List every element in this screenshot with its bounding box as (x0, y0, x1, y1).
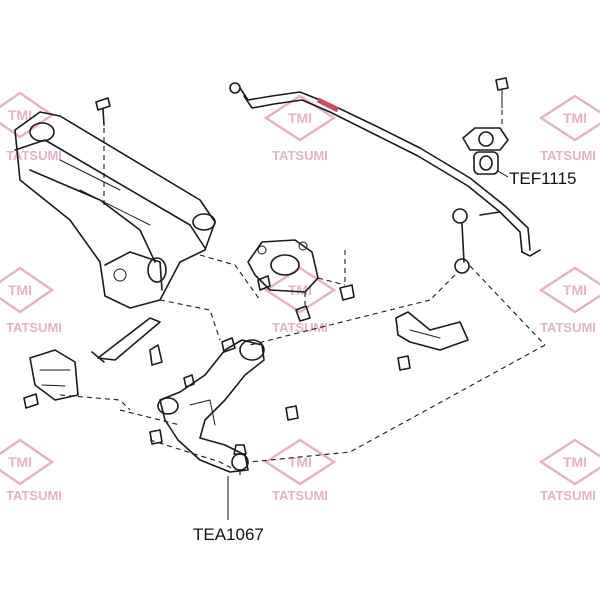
svg-text:TMI: TMI (563, 110, 587, 126)
front-subframe (14, 111, 216, 309)
tmi-logo-watermark: TMI (263, 438, 337, 486)
svg-text:TMI: TMI (288, 110, 312, 126)
tmi-logo-watermark: TMI (538, 266, 600, 314)
link-rod-bolt (91, 317, 163, 366)
tatsumi-brand-watermark: TATSUMI (6, 148, 62, 163)
tatsumi-brand-watermark: TATSUMI (272, 148, 328, 163)
subframe-rear-bolt (23, 393, 39, 409)
svg-text:TMI: TMI (8, 107, 32, 123)
callout-tef1115: TEF1115 (497, 169, 576, 188)
tmi-logo-watermark: TMI (0, 91, 55, 139)
tatsumi-brand-watermark: TATSUMI (6, 320, 62, 335)
tmi-logo-watermark: TMI (0, 266, 55, 314)
tatsumi-brand-watermark: TATSUMI (6, 488, 62, 503)
tmi-logo-watermark: TMI (263, 94, 337, 142)
svg-text:TMI: TMI (8, 454, 32, 470)
tatsumi-watermark-layer: TMI TMI TMI TMI TMI TMI TMI TMI (0, 91, 600, 503)
tmi-logo-watermark: TMI (0, 438, 55, 486)
lower-control-arm-tea1067 (149, 337, 299, 475)
tatsumi-brand-watermark: TATSUMI (272, 488, 328, 503)
tmi-logo-watermark: TMI (263, 266, 337, 314)
assembly-guide-lines-right (249, 299, 546, 463)
splash-guard (395, 311, 469, 371)
stabilizer-bushing-clamp (462, 77, 509, 151)
svg-text:TMI: TMI (288, 282, 312, 298)
stabilizer-link (429, 208, 546, 346)
engine-mount-bracket (247, 239, 355, 322)
part-number-label: TEA1067 (193, 525, 264, 544)
assembly-guide-lines-left (59, 250, 346, 471)
tatsumi-brand-watermark: TATSUMI (540, 320, 596, 335)
mount-bracket (29, 349, 79, 401)
svg-text:TMI: TMI (288, 454, 312, 470)
tatsumi-brand-watermark: TATSUMI (540, 488, 596, 503)
stabilizer-bushing-tef1115 (473, 151, 499, 175)
stabilizer-bar (229, 82, 541, 257)
part-number-label: TEF1115 (509, 169, 576, 188)
svg-text:TMI: TMI (8, 282, 32, 298)
callout-tea1067: TEA1067 (193, 476, 264, 544)
svg-text:TMI: TMI (563, 454, 587, 470)
svg-text:TMI: TMI (563, 282, 587, 298)
subframe-bolt (95, 97, 111, 208)
tatsumi-brand-watermark: TATSUMI (540, 148, 596, 163)
tmi-logo-watermark: TMI (538, 438, 600, 486)
tmi-logo-watermark: TMI (538, 94, 600, 142)
tatsumi-brand-watermark: TATSUMI (272, 320, 328, 335)
